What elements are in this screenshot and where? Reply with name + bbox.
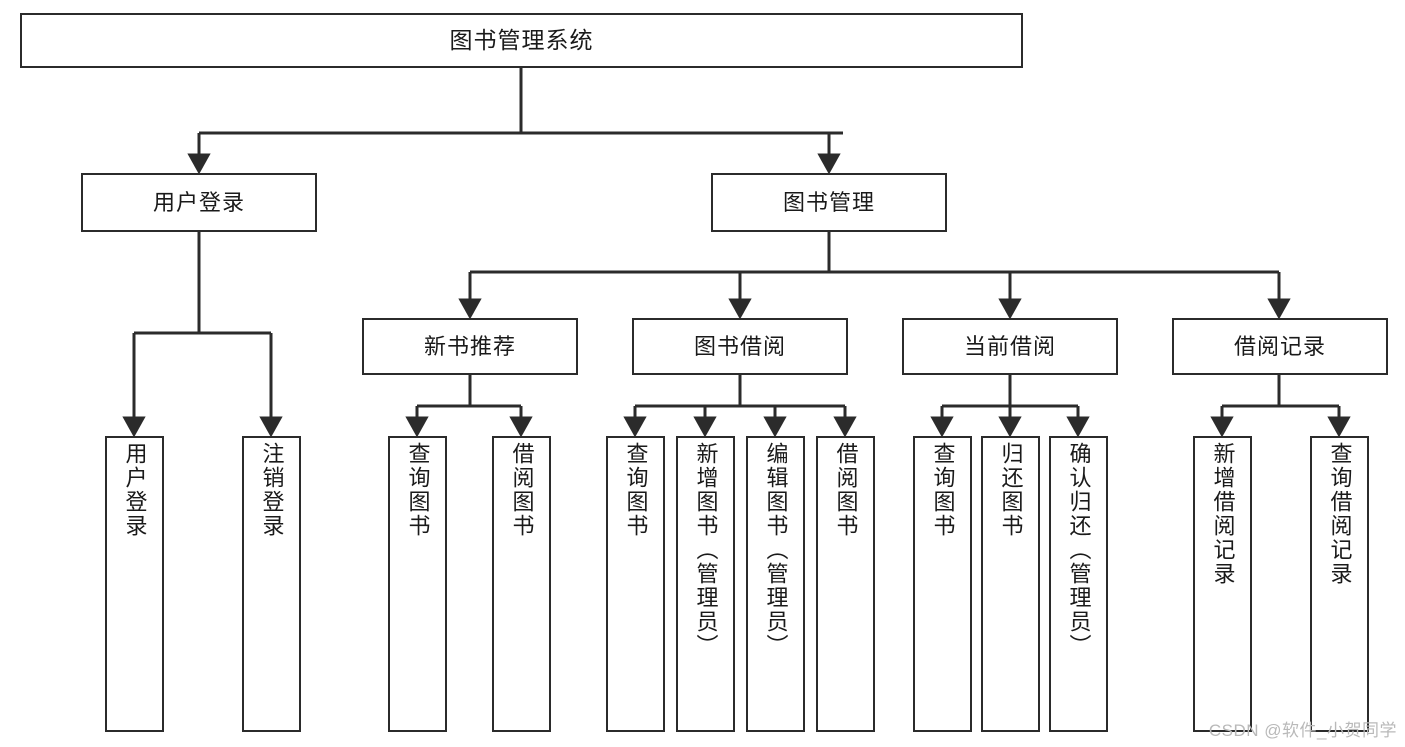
node-label: 查询图书	[623, 442, 649, 538]
leaf-logout[interactable]: 注销登录	[242, 436, 301, 732]
watermark-text: CSDN @软件_小贺同学	[1208, 721, 1397, 740]
node-current-borrow[interactable]: 当前借阅	[902, 318, 1118, 375]
leaf-book-borrow-borrow-book[interactable]: 借阅图书	[816, 436, 875, 732]
leaf-new-book-query-book[interactable]: 查询图书	[388, 436, 447, 732]
node-label: 借阅记录	[1233, 333, 1326, 359]
node-label: 当前借阅	[963, 333, 1056, 359]
leaf-query-borrow-record[interactable]: 查询借阅记录	[1310, 436, 1369, 732]
leaf-add-borrow-record[interactable]: 新增借阅记录	[1193, 436, 1252, 732]
node-label: 图书管理	[782, 189, 875, 215]
node-book-management[interactable]: 图书管理	[711, 173, 947, 232]
node-label: 新增图书（管理员）	[693, 442, 719, 658]
node-label: 图书管理系统	[449, 27, 594, 54]
node-label: 确认归还（管理员）	[1066, 442, 1092, 658]
leaf-confirm-return-admin[interactable]: 确认归还（管理员）	[1049, 436, 1108, 732]
node-label: 借阅图书	[833, 442, 859, 538]
node-label: 查询图书	[930, 442, 956, 538]
node-label: 查询图书	[405, 442, 431, 538]
leaf-new-book-borrow-book[interactable]: 借阅图书	[492, 436, 551, 732]
node-label: 新增借阅记录	[1210, 442, 1236, 586]
node-root-system[interactable]: 图书管理系统	[20, 13, 1023, 68]
node-borrow-record[interactable]: 借阅记录	[1172, 318, 1388, 375]
node-user-login[interactable]: 用户登录	[81, 173, 317, 232]
leaf-book-borrow-query-book[interactable]: 查询图书	[606, 436, 665, 732]
node-label: 借阅图书	[509, 442, 535, 538]
node-label: 用户登录	[122, 442, 148, 538]
node-label: 新书推荐	[423, 333, 516, 359]
node-label: 编辑图书（管理员）	[763, 442, 789, 658]
node-book-borrow[interactable]: 图书借阅	[632, 318, 848, 375]
node-label: 图书借阅	[693, 333, 786, 359]
leaf-return-book[interactable]: 归还图书	[981, 436, 1040, 732]
node-label: 查询借阅记录	[1327, 442, 1353, 586]
leaf-add-book-admin[interactable]: 新增图书（管理员）	[676, 436, 735, 732]
node-label: 归还图书	[998, 442, 1024, 538]
leaf-current-borrow-query-book[interactable]: 查询图书	[913, 436, 972, 732]
node-label: 用户登录	[152, 189, 245, 215]
node-new-book-recommend[interactable]: 新书推荐	[362, 318, 578, 375]
leaf-edit-book-admin[interactable]: 编辑图书（管理员）	[746, 436, 805, 732]
leaf-user-login[interactable]: 用户登录	[105, 436, 164, 732]
node-label: 注销登录	[259, 442, 285, 538]
